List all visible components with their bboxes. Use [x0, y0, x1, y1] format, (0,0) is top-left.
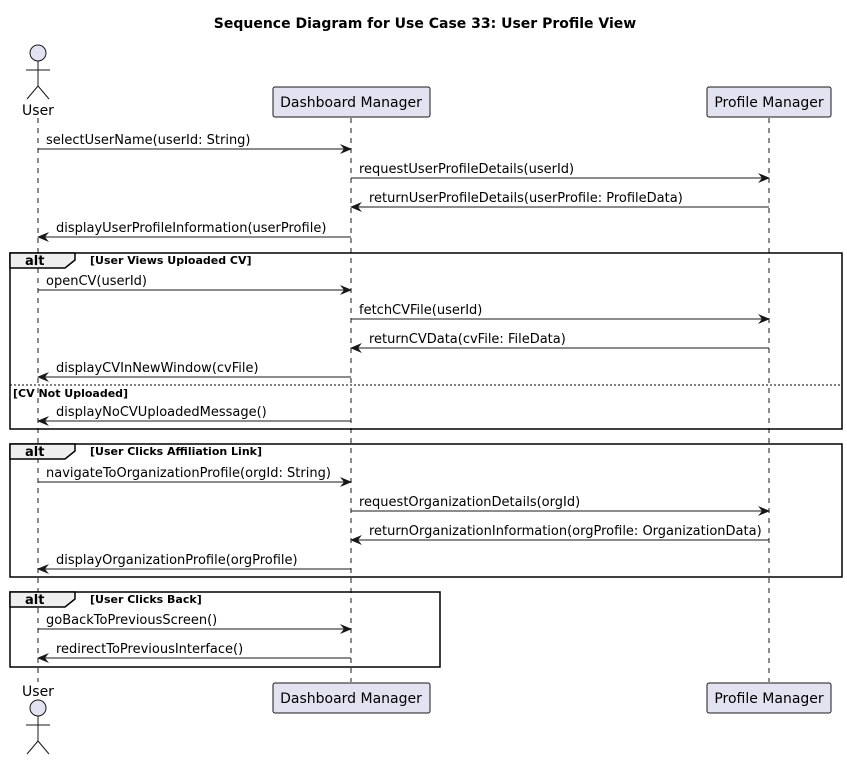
participant-dashboard-manager-bottom: Dashboard Manager [272, 682, 431, 714]
actor-label: User [22, 103, 54, 119]
actor-user-top: User [22, 44, 54, 119]
message-label: returnCVData(cvFile: FileData) [369, 332, 566, 347]
message-label: displayCVInNewWindow(cvFile) [56, 361, 259, 376]
message: fetchCVFile(userId) [351, 303, 770, 324]
message: returnUserProfileDetails(userProfile: Pr… [350, 191, 769, 212]
message: goBackToPreviousScreen() [38, 613, 352, 634]
fragment-alt-cv: alt [User Views Uploaded CV] [CV Not Upl… [9, 252, 843, 430]
message-label: displayOrganizationProfile(orgProfile) [56, 553, 298, 568]
message-label: requestOrganizationDetails(orgId) [359, 495, 580, 510]
actor-label: User [22, 684, 54, 700]
messages: selectUserName(userId: String) requestUs… [37, 133, 770, 663]
message: openCV(userId) [38, 274, 352, 295]
message: selectUserName(userId: String) [38, 133, 352, 154]
fragment-frame [9, 252, 843, 430]
fragment-frame [9, 443, 843, 578]
message-label: fetchCVFile(userId) [359, 303, 482, 318]
message: redirectToPreviousInterface() [37, 642, 351, 663]
message-label: goBackToPreviousScreen() [46, 613, 217, 628]
lifelines [37, 118, 770, 682]
participant-box [272, 682, 431, 714]
message: requestUserProfileDetails(userId) [351, 162, 770, 183]
message: returnCVData(cvFile: FileData) [350, 332, 769, 353]
fragment-tab [9, 443, 76, 460]
participant-label: Dashboard Manager [280, 95, 422, 111]
message-label: returnOrganizationInformation(orgProfile… [369, 524, 762, 539]
fragment-alt-back: alt [User Clicks Back] [9, 591, 441, 668]
fragment-tab [9, 252, 76, 269]
actor-icon [26, 44, 50, 100]
message-label: selectUserName(userId: String) [46, 133, 251, 148]
message-label: redirectToPreviousInterface() [56, 642, 243, 657]
message-label: returnUserProfileDetails(userProfile: Pr… [369, 191, 683, 206]
fragment-operator: alt [25, 593, 44, 608]
diagram-title: Sequence Diagram for Use Case 33: User P… [214, 16, 637, 32]
participant-profile-manager-top: Profile Manager [706, 86, 832, 118]
actor-user-bottom: User [22, 684, 54, 755]
message-label: displayNoCVUploadedMessage() [56, 405, 267, 420]
message: returnOrganizationInformation(orgProfile… [350, 524, 769, 545]
participant-dashboard-manager-top: Dashboard Manager [272, 86, 431, 118]
fragment-else-guard: [CV Not Uploaded] [13, 387, 128, 400]
participant-box [706, 682, 832, 714]
participant-box [272, 86, 431, 118]
fragment-operator: alt [25, 445, 44, 460]
fragment-alt-affiliation: alt [User Clicks Affiliation Link] [9, 443, 843, 578]
fragment-tab [9, 591, 76, 608]
fragment-operator: alt [25, 254, 44, 269]
message-label: openCV(userId) [46, 274, 147, 289]
message: displayCVInNewWindow(cvFile) [37, 361, 351, 382]
participant-label: Profile Manager [714, 691, 824, 707]
fragment-frame [9, 591, 441, 668]
fragment-guard: [User Clicks Back] [90, 593, 202, 606]
participant-box [706, 86, 832, 118]
participant-profile-manager-bottom: Profile Manager [706, 682, 832, 714]
message-label: requestUserProfileDetails(userId) [359, 162, 574, 177]
message: navigateToOrganizationProfile(orgId: Str… [38, 466, 352, 487]
participant-label: Dashboard Manager [280, 691, 422, 707]
fragment-guard: [User Clicks Affiliation Link] [90, 445, 262, 458]
message: displayNoCVUploadedMessage() [37, 405, 351, 426]
message-label: navigateToOrganizationProfile(orgId: Str… [46, 466, 331, 481]
participant-label: Profile Manager [714, 95, 824, 111]
message: requestOrganizationDetails(orgId) [351, 495, 770, 516]
fragment-guard: [User Views Uploaded CV] [90, 254, 252, 267]
message: displayUserProfileInformation(userProfil… [37, 221, 351, 242]
message: displayOrganizationProfile(orgProfile) [37, 553, 351, 574]
message-label: displayUserProfileInformation(userProfil… [56, 221, 326, 236]
actor-icon [26, 699, 50, 755]
